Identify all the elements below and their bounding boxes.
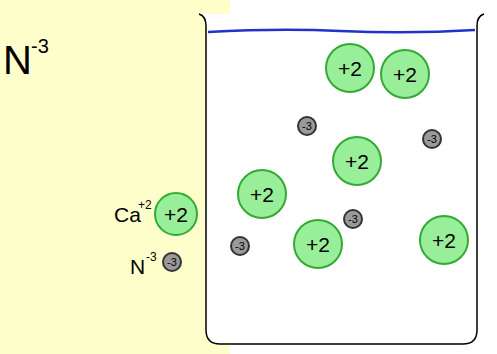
beaker-outline — [199, 14, 484, 344]
calcium-ion: +2 — [154, 192, 198, 236]
calcium-ion: +2 — [325, 43, 375, 93]
calcium-ion: +2 — [380, 49, 430, 99]
water-line — [208, 30, 475, 33]
ion-charge: -3 — [235, 241, 245, 252]
ion-charge: -3 — [348, 214, 358, 225]
ion-charge: +2 — [164, 204, 188, 225]
ion-charge: -3 — [427, 134, 437, 145]
nitride-ion: -3 — [162, 252, 182, 272]
nitride-ion: -3 — [230, 236, 250, 256]
ion-charge: +2 — [345, 151, 369, 172]
ion-charge: +2 — [432, 230, 456, 251]
ion-charge: +2 — [338, 58, 362, 79]
calcium-ion: +2 — [419, 215, 469, 265]
nitride-ion: -3 — [343, 209, 363, 229]
background-panel — [0, 0, 230, 354]
calcium-ion: +2 — [237, 169, 287, 219]
ion-charge: +2 — [138, 199, 152, 211]
ion-charge: -3 — [167, 257, 177, 268]
calcium-ion: +2 — [293, 219, 343, 269]
element-symbol: N — [3, 40, 32, 80]
ion-charge: +2 — [306, 234, 330, 255]
ion-charge: -3 — [31, 36, 49, 56]
ion-charge: -3 — [302, 121, 312, 132]
nitride-ion: -3 — [297, 116, 317, 136]
ion-charge: +2 — [393, 64, 417, 85]
ion-charge: -3 — [146, 251, 157, 263]
element-symbol: Ca — [114, 204, 141, 225]
calcium-ion: +2 — [332, 136, 382, 186]
nitride-ion: -3 — [422, 129, 442, 149]
ion-charge: +2 — [250, 184, 274, 205]
element-symbol: N — [130, 256, 145, 277]
